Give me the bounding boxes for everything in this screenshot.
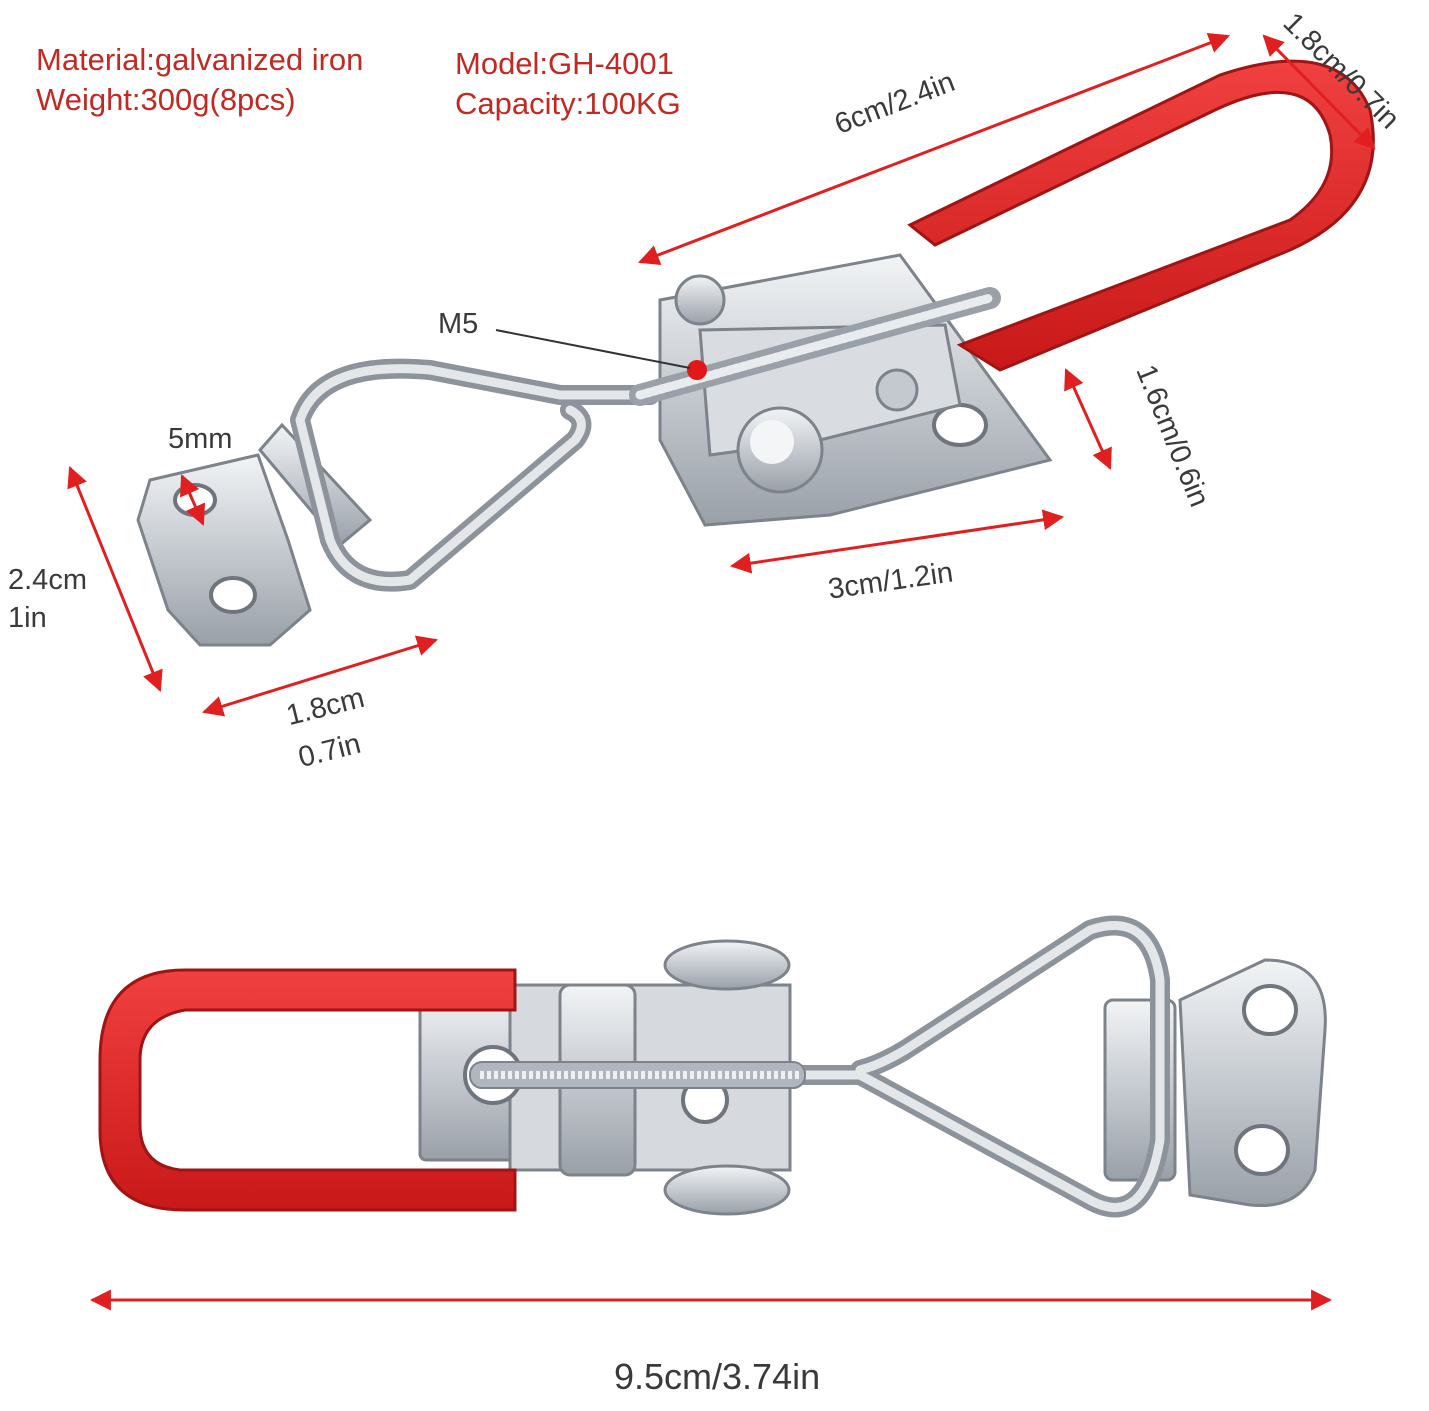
leader-m5 <box>495 329 691 369</box>
arrow-handle-width <box>1262 34 1376 150</box>
spec-model: Model:GH-4001 <box>455 46 674 81</box>
arrow-plate-width <box>201 635 439 717</box>
arrow-body-width <box>729 509 1065 574</box>
arrow-body-height <box>1064 368 1112 470</box>
label-plate-height-cm: 2.4cm <box>8 564 87 596</box>
label-thread-m5: M5 <box>438 308 479 340</box>
label-hole-5mm: 5mm <box>168 423 233 455</box>
arrow-handle-length <box>638 32 1230 266</box>
top-wire-loop <box>290 358 660 592</box>
arrow-hole <box>179 474 206 526</box>
label-plate-height-in: 1in <box>8 602 47 634</box>
spec-weight: Weight:300g(8pcs) <box>36 82 296 117</box>
bottom-red-handle <box>98 968 517 1212</box>
arrow-plate-height <box>67 466 163 692</box>
top-red-handle <box>907 59 1375 372</box>
spec-capacity: Capacity:100KG <box>455 86 681 121</box>
spec-material: Material:galvanized iron <box>36 42 364 77</box>
top-latch <box>136 59 1375 647</box>
label-total-length: 9.5cm/3.74in <box>614 1356 821 1397</box>
bottom-latch <box>98 915 1327 1218</box>
top-catch-plate <box>136 453 312 647</box>
